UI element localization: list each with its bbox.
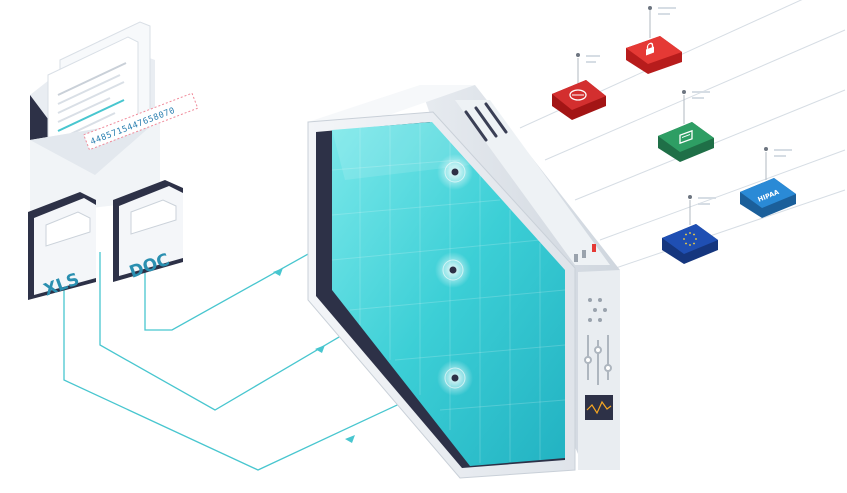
device-glass-panel — [332, 122, 565, 466]
connection-point-middle — [435, 252, 471, 288]
shield-icon — [569, 89, 587, 101]
lock-icon — [646, 42, 654, 56]
connection-point-top — [437, 154, 473, 190]
compliance-badge-eu — [662, 195, 718, 264]
compliance-badge-id-card — [658, 90, 714, 162]
id-card-icon — [679, 129, 693, 145]
device-vents — [464, 102, 508, 142]
device-monitor-screen — [585, 395, 613, 420]
envelope — [30, 21, 160, 215]
compliance-badge-hipaa: HIPAA — [740, 147, 796, 218]
status-lights — [574, 244, 596, 262]
device-sliders — [584, 335, 612, 385]
connection-point-bottom — [437, 360, 473, 396]
eu-flag-icon — [683, 232, 697, 246]
protection-device — [307, 85, 620, 479]
xls-flow-line — [99, 252, 454, 411]
device-control-dots — [588, 298, 607, 322]
compliance-badge-lock — [626, 6, 682, 74]
xls-flow-line-lower — [63, 290, 456, 471]
xls-file-icon: XLS — [28, 192, 96, 301]
compliance-badge-shield — [552, 53, 606, 120]
doc-file-icon: DOC — [113, 180, 183, 283]
